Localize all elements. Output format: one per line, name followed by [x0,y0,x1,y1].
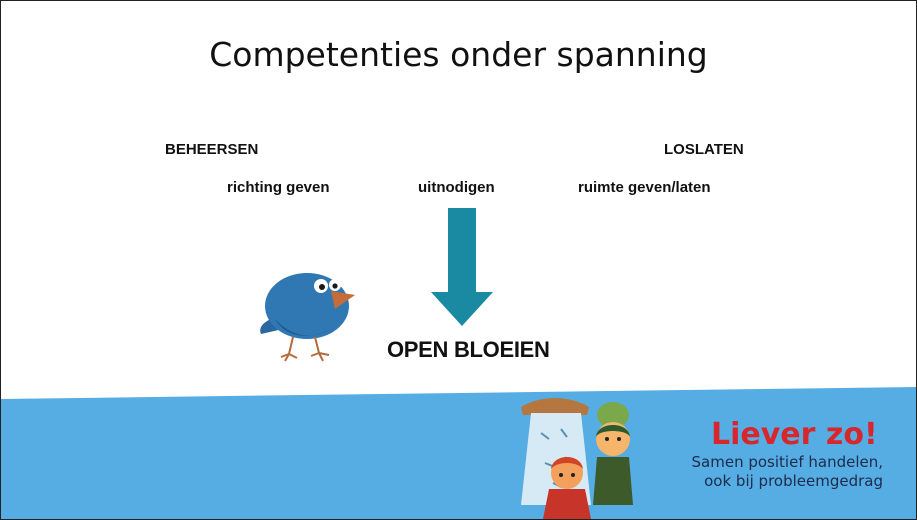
brand-subtitle-line-2: ook bij probleemgedrag [704,472,883,490]
result-label: OPEN BLOEIEN [387,337,550,362]
brand-subtitle-line-1: Samen positief handelen, [691,453,883,471]
right-item-label: ruimte geven/laten [578,179,711,196]
down-arrow-icon [431,208,493,326]
brand-title: Liever zo! [711,417,878,452]
mascot-illustration [521,398,633,519]
slide-title: Competenties onder spanning [209,35,708,74]
bird-icon [260,273,355,362]
left-item-label: richting geven [227,179,330,196]
left-pole-label: BEHEERSEN [165,141,259,158]
right-pole-label: LOSLATEN [664,141,744,158]
center-item-label: uitnodigen [418,179,495,196]
brand-subtitle: Samen positief handelen, ook bij problee… [651,453,883,491]
